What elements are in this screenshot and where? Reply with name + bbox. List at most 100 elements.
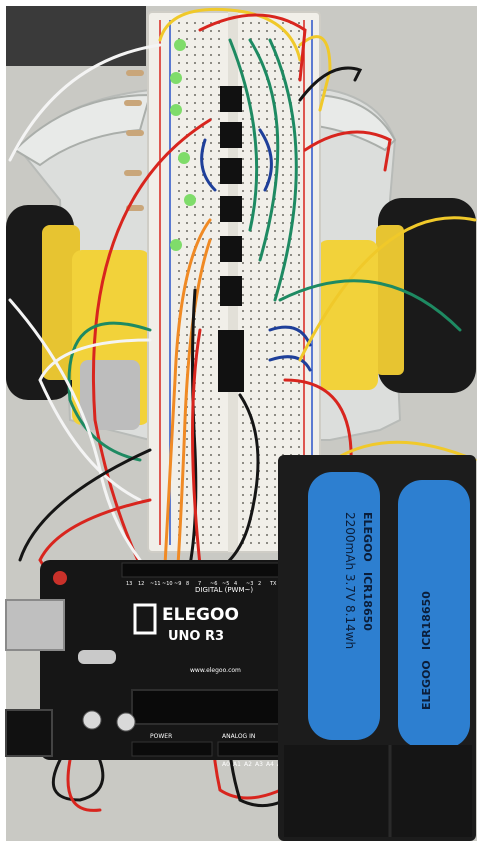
breadboard-hole [290, 190, 292, 192]
breadboard-hole [258, 350, 260, 352]
breadboard-hole [282, 254, 284, 256]
breadboard-hole [210, 342, 212, 344]
breadboard-hole [242, 286, 244, 288]
breadboard-hole [242, 198, 244, 200]
breadboard-hole [282, 62, 284, 64]
breadboard-hole [266, 278, 268, 280]
breadboard-hole [202, 542, 204, 544]
breadboard-hole [250, 310, 252, 312]
breadboard-hole [274, 70, 276, 72]
breadboard-hole [202, 126, 204, 128]
breadboard-hole [186, 118, 188, 120]
breadboard-hole [194, 238, 196, 240]
breadboard-hole [250, 302, 252, 304]
breadboard-hole [266, 62, 268, 64]
breadboard-hole [242, 118, 244, 120]
breadboard-hole [266, 438, 268, 440]
breadboard-hole [202, 326, 204, 328]
breadboard-hole [266, 542, 268, 544]
breadboard-hole [274, 542, 276, 544]
breadboard-hole [258, 166, 260, 168]
breadboard-hole [218, 294, 220, 296]
breadboard-hole [258, 398, 260, 400]
breadboard-hole [186, 246, 188, 248]
breadboard-hole [250, 270, 252, 272]
breadboard-hole [258, 182, 260, 184]
breadboard-hole [210, 350, 212, 352]
breadboard-hole [298, 382, 300, 384]
breadboard-hole [242, 126, 244, 128]
breadboard-hole [258, 446, 260, 448]
breadboard-hole [298, 166, 300, 168]
breadboard-hole [210, 182, 212, 184]
breadboard-hole [258, 310, 260, 312]
breadboard-hole [250, 326, 252, 328]
breadboard-hole [274, 158, 276, 160]
breadboard-hole [218, 438, 220, 440]
breadboard-hole [298, 422, 300, 424]
breadboard-hole [250, 70, 252, 72]
breadboard-hole [194, 70, 196, 72]
breadboard-hole [298, 350, 300, 352]
breadboard-hole [218, 182, 220, 184]
chassis-arm-right [309, 93, 397, 152]
breadboard-hole [242, 494, 244, 496]
wire-yellow [298, 35, 332, 112]
breadboard-hole [298, 198, 300, 200]
breadboard-hole [258, 358, 260, 360]
breadboard-hole [202, 310, 204, 312]
resistor [124, 100, 142, 106]
breadboard-hole [258, 246, 260, 248]
breadboard-hole [266, 342, 268, 344]
breadboard-hole [210, 318, 212, 320]
breadboard-hole [194, 62, 196, 64]
breadboard-hole [250, 142, 252, 144]
breadboard-hole [250, 214, 252, 216]
breadboard-hole [210, 30, 212, 32]
resistor [126, 130, 144, 136]
breadboard-hole [210, 270, 212, 272]
breadboard-hole [242, 518, 244, 520]
breadboard-hole [266, 166, 268, 168]
breadboard-hole [202, 390, 204, 392]
breadboard-hole [194, 182, 196, 184]
breadboard-hole [202, 438, 204, 440]
breadboard-hole [242, 414, 244, 416]
breadboard-hole [258, 526, 260, 528]
breadboard-hole [218, 102, 220, 104]
breadboard-hole [242, 310, 244, 312]
breadboard-hole [298, 278, 300, 280]
breadboard-hole [210, 102, 212, 104]
breadboard-hole [218, 174, 220, 176]
breadboard-hole [282, 382, 284, 384]
breadboard-hole [210, 334, 212, 336]
digital-pin-label: TX 1 [269, 581, 281, 587]
breadboard-hole [210, 38, 212, 40]
breadboard-hole [274, 478, 276, 480]
breadboard-hole [242, 510, 244, 512]
breadboard-hole [178, 38, 180, 40]
breadboard-hole [266, 174, 268, 176]
breadboard-hole [202, 198, 204, 200]
breadboard-hole [194, 86, 196, 88]
breadboard-hole [202, 30, 204, 32]
breadboard-hole [178, 382, 180, 384]
breadboard-hole [202, 94, 204, 96]
breadboard-hole [290, 270, 292, 272]
breadboard-hole [274, 30, 276, 32]
breadboard-hole [218, 94, 220, 96]
breadboard-hole [266, 294, 268, 296]
breadboard-hole [266, 318, 268, 320]
breadboard-hole [210, 254, 212, 256]
breadboard-hole [218, 518, 220, 520]
breadboard-hole [242, 462, 244, 464]
wire-green [228, 38, 259, 232]
breadboard-hole [194, 398, 196, 400]
breadboard-hole [186, 334, 188, 336]
breadboard-hole [210, 374, 212, 376]
breadboard-hole [218, 542, 220, 544]
wire-yellow [158, 7, 302, 62]
breadboard-hole [178, 278, 180, 280]
breadboard-hole [178, 54, 180, 56]
